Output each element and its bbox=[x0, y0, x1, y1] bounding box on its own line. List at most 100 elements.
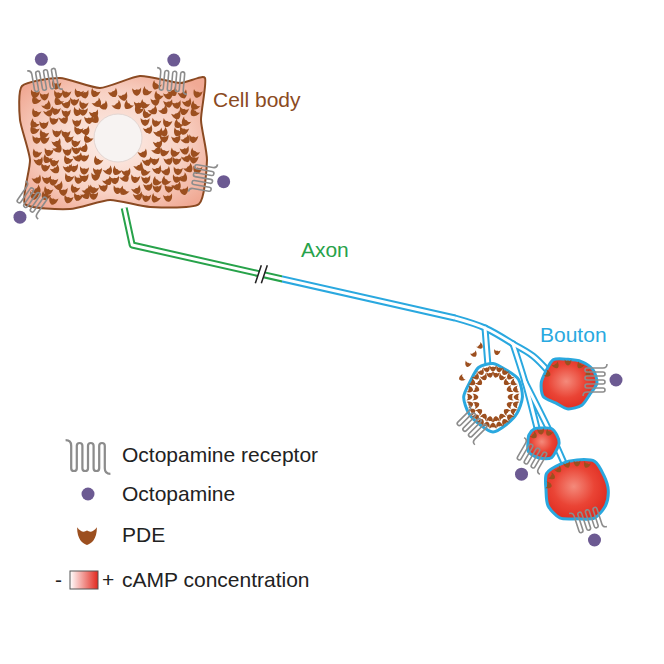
legend-swatch-holder bbox=[79, 485, 97, 503]
pde-molecule bbox=[63, 147, 73, 156]
pde-molecule bbox=[111, 166, 123, 178]
pde-molecule bbox=[78, 108, 87, 117]
pde-molecule bbox=[52, 129, 61, 137]
pde-molecule bbox=[150, 97, 160, 106]
pde-molecule bbox=[72, 119, 81, 127]
pde-molecule bbox=[466, 394, 472, 401]
legend-text: PDE bbox=[122, 522, 165, 547]
pde-molecule bbox=[32, 135, 42, 144]
pde-molecule bbox=[61, 89, 72, 99]
octopamine-dot bbox=[35, 53, 48, 66]
pde-molecule bbox=[48, 177, 58, 187]
pde-molecule bbox=[486, 371, 494, 378]
break-mark bbox=[261, 265, 267, 283]
pde-molecule bbox=[160, 134, 169, 142]
pde-molecule bbox=[508, 394, 514, 401]
pde-molecule bbox=[79, 90, 89, 100]
pde-molecule bbox=[99, 183, 109, 192]
octopamine-receptor bbox=[27, 65, 63, 94]
octopamine-receptor bbox=[452, 405, 492, 445]
legend-icons bbox=[66, 440, 111, 545]
octopamine-dot bbox=[167, 54, 180, 67]
pde-molecule bbox=[111, 100, 123, 112]
pde-molecule bbox=[59, 188, 68, 196]
pde-molecule bbox=[171, 156, 181, 166]
pde-molecule bbox=[543, 370, 551, 379]
axon-branch-core bbox=[485, 328, 488, 366]
pde-molecule bbox=[545, 482, 552, 490]
pde-molecule bbox=[537, 428, 545, 435]
pde-molecule bbox=[179, 116, 191, 128]
pde-molecule bbox=[63, 194, 74, 204]
pde-molecule bbox=[89, 88, 100, 99]
pde-molecule bbox=[139, 166, 151, 178]
pde-molecule bbox=[495, 366, 503, 374]
pde-molecule bbox=[178, 106, 189, 116]
pde-molecule bbox=[188, 107, 200, 119]
legend-swatch bbox=[82, 488, 95, 501]
edge-label-holder: Axon bbox=[301, 237, 349, 262]
pde-molecule bbox=[150, 118, 161, 128]
label-holder: - bbox=[55, 567, 62, 592]
pde-molecule bbox=[89, 113, 101, 125]
octopamine-receptor bbox=[66, 440, 111, 474]
pde-molecule bbox=[98, 100, 110, 111]
pde-molecule bbox=[512, 386, 520, 394]
pde-molecule bbox=[583, 461, 591, 469]
octopamine-receptor bbox=[188, 160, 217, 196]
pde-molecule bbox=[158, 104, 170, 116]
pde-molecule bbox=[143, 182, 154, 192]
gradient-swatch bbox=[70, 571, 98, 589]
axon-label: Axon bbox=[301, 237, 349, 262]
label-holder: + bbox=[102, 567, 114, 592]
pde-molecule bbox=[62, 109, 71, 117]
break-gap bbox=[255, 265, 267, 283]
pde-molecule bbox=[576, 361, 585, 370]
pde-molecule bbox=[50, 164, 62, 176]
legend-text: cAMP concentration bbox=[122, 567, 310, 592]
pde-molecule bbox=[69, 97, 79, 106]
pde-molecule bbox=[69, 164, 79, 173]
pde-molecule bbox=[89, 192, 98, 200]
pde-molecule bbox=[132, 88, 141, 97]
pde-molecule bbox=[32, 174, 43, 185]
pde-molecule bbox=[493, 349, 500, 356]
pde-molecule bbox=[565, 359, 572, 365]
pde-molecule bbox=[79, 174, 89, 183]
octopamine-receptor bbox=[583, 364, 607, 396]
legend-text: Octopamine receptor bbox=[122, 442, 318, 467]
pde-molecule bbox=[563, 461, 571, 469]
pde-molecule bbox=[472, 394, 478, 401]
pde-molecule bbox=[49, 116, 59, 125]
pde-molecule bbox=[91, 172, 101, 181]
pde-molecule bbox=[79, 153, 89, 162]
axon-core bbox=[124, 208, 455, 318]
pde-molecule bbox=[122, 100, 134, 112]
pde-molecule bbox=[82, 133, 94, 145]
pde-molecule bbox=[548, 472, 557, 481]
pde-molecule bbox=[169, 148, 181, 159]
pde-molecule bbox=[475, 407, 484, 416]
pde-molecule bbox=[167, 87, 179, 99]
pde-molecule bbox=[63, 173, 74, 184]
pde-molecule bbox=[40, 92, 49, 101]
octopamine-dot bbox=[588, 533, 601, 546]
pde-molecule bbox=[466, 386, 474, 394]
pde-molecule bbox=[476, 342, 484, 350]
pde-molecule bbox=[161, 118, 172, 128]
pde-molecule bbox=[171, 134, 182, 144]
cell-body-drawing bbox=[12, 53, 230, 224]
legend-entry: cAMP concentration bbox=[122, 567, 310, 592]
pde-molecule bbox=[28, 125, 39, 136]
pde-molecule bbox=[133, 191, 144, 201]
cell-body: Cell body bbox=[15, 70, 210, 208]
pde-molecule bbox=[141, 175, 151, 184]
pde-molecule bbox=[506, 401, 514, 409]
pde-molecule bbox=[490, 423, 497, 429]
octopamine-dot bbox=[217, 175, 230, 188]
octopamine-receptor bbox=[155, 68, 189, 95]
pde-molecule bbox=[492, 371, 500, 378]
part-label: Cell body bbox=[213, 87, 301, 112]
pde-molecule bbox=[552, 361, 561, 370]
pde-molecule bbox=[79, 166, 89, 175]
